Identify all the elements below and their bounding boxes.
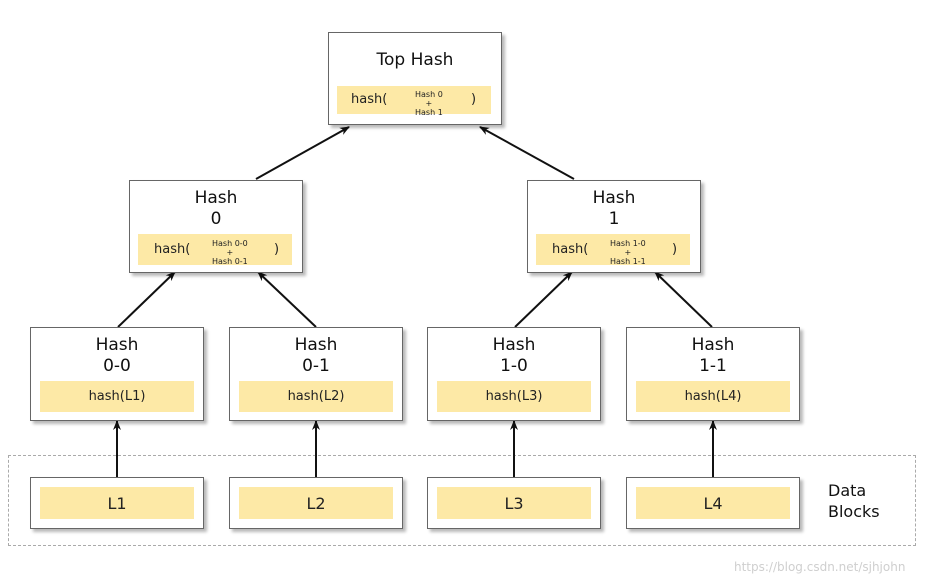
hash-0-operand-a: Hash 0-0 <box>212 239 248 248</box>
hash-1-plus: + <box>624 248 632 257</box>
leaf-l4-label: L4 <box>636 487 790 519</box>
hash-0-plus: + <box>226 248 234 257</box>
data-blocks-region <box>8 455 916 546</box>
hash-1-title: Hash 1 <box>592 188 636 229</box>
arrow-h01-to-h0 <box>257 271 317 328</box>
hash-1-operand-a: Hash 1-0 <box>610 239 646 248</box>
top-hash-operands: Hash 0 + Hash 1 <box>415 90 443 117</box>
top-hash-fn: hash( <box>351 92 388 107</box>
top-hash-title: Top Hash <box>376 50 454 70</box>
hash-0-1-node: Hash 0-1 hash(L2) <box>229 327 403 421</box>
hash-0-close: ) <box>274 242 280 257</box>
hash-1-node: Hash 1 hash( Hash 1-0 + Hash 1-1 ) <box>527 180 701 273</box>
hash-1-0-value: hash(L3) <box>437 381 591 412</box>
leaf-l4-node: L4 <box>626 477 800 529</box>
hash-0-0-value: hash(L1) <box>40 381 194 412</box>
hash-1-1-node: Hash 1-1 hash(L4) <box>626 327 800 421</box>
hash-0-operands: Hash 0-0 + Hash 0-1 <box>212 239 248 266</box>
hash-0-title: Hash 0 <box>194 188 238 229</box>
arrow-h11-to-h1 <box>654 271 713 328</box>
data-blocks-label: Data Blocks <box>828 481 880 521</box>
top-hash-close: ) <box>471 92 477 107</box>
hash-0-fn: hash( <box>154 242 191 257</box>
leaf-l1-label: L1 <box>40 487 194 519</box>
hash-1-0-node: Hash 1-0 hash(L3) <box>427 327 601 421</box>
leaf-l2-label: L2 <box>239 487 393 519</box>
top-hash-calc: hash( Hash 0 + Hash 1 ) <box>337 86 491 117</box>
watermark-text: https://blog.csdn.net/sjhjohn <box>734 560 906 574</box>
hash-1-1-value: hash(L4) <box>636 381 790 412</box>
arrow-h0-to-top <box>255 126 350 180</box>
leaf-l1-node: L1 <box>30 477 204 529</box>
hash-1-close: ) <box>672 242 678 257</box>
top-hash-operand-b: Hash 1 <box>415 108 443 117</box>
hash-1-calc: hash( Hash 1-0 + Hash 1-1 ) <box>536 234 690 266</box>
hash-0-node: Hash 0 hash( Hash 0-0 + Hash 0-1 ) <box>129 180 303 273</box>
leaf-l3-label: L3 <box>437 487 591 519</box>
hash-0-1-value: hash(L2) <box>239 381 393 412</box>
top-hash-plus: + <box>425 99 433 108</box>
hash-0-calc: hash( Hash 0-0 + Hash 0-1 ) <box>138 234 292 266</box>
hash-0-operand-b: Hash 0-1 <box>212 257 248 266</box>
arrow-h1-to-top <box>479 126 575 180</box>
top-hash-node: Top Hash hash( Hash 0 + Hash 1 ) <box>328 32 502 125</box>
leaf-l3-node: L3 <box>427 477 601 529</box>
hash-0-0-node: Hash 0-0 hash(L1) <box>30 327 204 421</box>
hash-1-fn: hash( <box>552 242 589 257</box>
hash-1-operands: Hash 1-0 + Hash 1-1 <box>610 239 646 266</box>
hash-0-0-title: Hash 0-0 <box>95 335 139 376</box>
hash-1-0-title: Hash 1-0 <box>492 335 536 376</box>
leaf-l2-node: L2 <box>229 477 403 529</box>
arrow-h00-to-h0 <box>117 271 176 328</box>
top-hash-operand-a: Hash 0 <box>415 90 443 99</box>
hash-0-1-title: Hash 0-1 <box>294 335 338 376</box>
arrow-h10-to-h1 <box>514 271 573 328</box>
hash-1-operand-b: Hash 1-1 <box>610 257 646 266</box>
hash-1-1-title: Hash 1-1 <box>691 335 735 376</box>
